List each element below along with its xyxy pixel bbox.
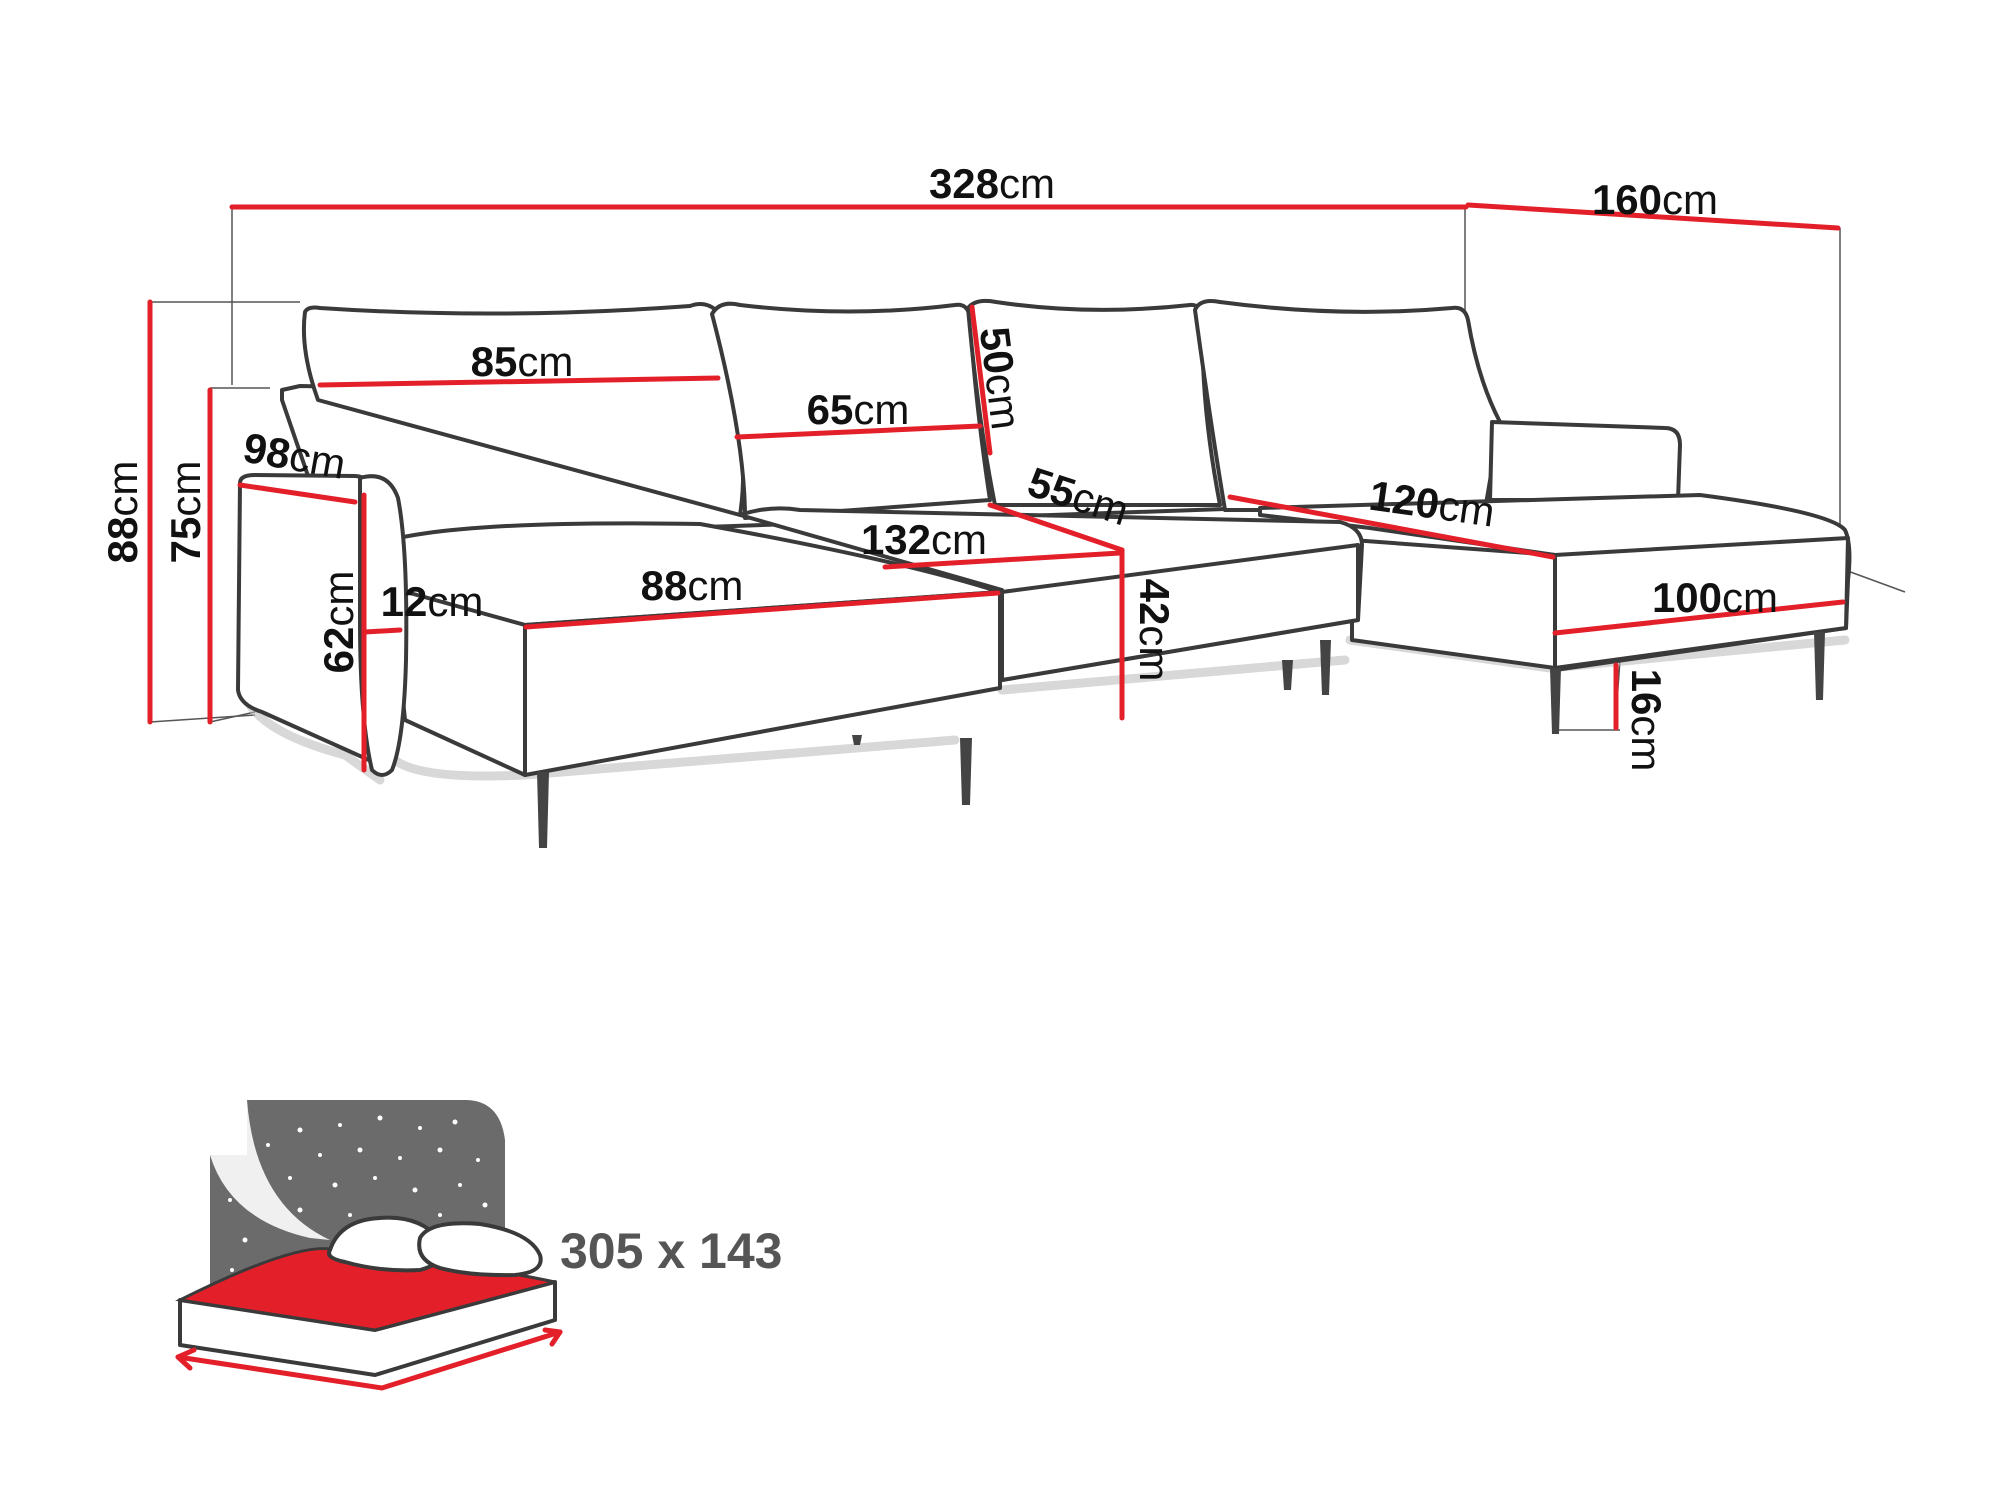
dim-label-50: 50cm — [971, 324, 1030, 432]
dim-label-85: 85cm — [471, 338, 574, 385]
leg-center-1 — [1282, 660, 1293, 690]
dimension-labels: 328cm 160cm 88cm 75cm 85cm 65cm 50cm 98c… — [99, 160, 1778, 771]
dim-line-120 — [1227, 494, 1556, 560]
dim-label-16: 16cm — [1623, 669, 1670, 772]
dim-line-88-chaise — [523, 590, 1001, 630]
dim-label-120: 120cm — [1366, 472, 1497, 536]
dim-label-42: 42cm — [1131, 579, 1178, 682]
dim-line-50 — [969, 304, 993, 456]
dim-line-65 — [734, 423, 983, 440]
dim-label-65: 65cm — [807, 386, 910, 433]
left-chaise-top — [388, 521, 1002, 627]
pillow-right — [417, 1221, 543, 1278]
dim-line-132 — [882, 550, 1123, 570]
guide-lines — [149, 208, 1906, 731]
right-chaise — [1258, 420, 1852, 672]
dimension-lines — [147, 202, 1846, 773]
sofa-legs — [537, 632, 1825, 848]
dim-label-160: 160cm — [1592, 176, 1718, 223]
dim-label-75: 75cm — [162, 461, 209, 564]
dim-line-85 — [317, 375, 721, 388]
leg-chaise-front-right — [1814, 632, 1825, 700]
armrest-pad — [358, 474, 409, 777]
leg-center-2 — [1320, 640, 1331, 695]
dim-label-12: 12cm — [381, 578, 484, 625]
right-chaise-side-back — [1488, 420, 1682, 502]
dim-label-62: 62cm — [315, 571, 362, 674]
leg-left-front — [537, 772, 549, 848]
leg-chaise-front-left — [1550, 668, 1561, 734]
leg-middle-front — [960, 738, 972, 805]
leg-chaise-back — [852, 735, 862, 745]
sleeping-width-arrow — [175, 1329, 563, 1391]
dim-label-100: 100cm — [1652, 574, 1778, 621]
dim-line-98 — [237, 482, 358, 505]
dim-label-88-chaise: 88cm — [641, 562, 744, 609]
dim-label-328: 328cm — [929, 160, 1055, 207]
back-cushion-right — [1193, 299, 1502, 512]
crescent — [210, 1100, 330, 1240]
dim-line-160 — [1465, 202, 1841, 231]
dim-label-88-height: 88cm — [99, 461, 146, 564]
dim-line-55 — [987, 502, 1125, 553]
sofa-back — [280, 298, 1502, 542]
dim-label-98: 98cm — [240, 424, 349, 488]
dim-label-132: 132cm — [861, 516, 987, 563]
back-cushion-left — [301, 302, 746, 517]
left-armrest — [236, 473, 409, 777]
dim-line-12 — [362, 627, 403, 635]
dim-line-100 — [1552, 599, 1846, 636]
bed-with-pillows-and-starry-night-icon — [175, 1100, 563, 1391]
sleeping-area-label: 305 x 143 — [560, 1223, 782, 1279]
